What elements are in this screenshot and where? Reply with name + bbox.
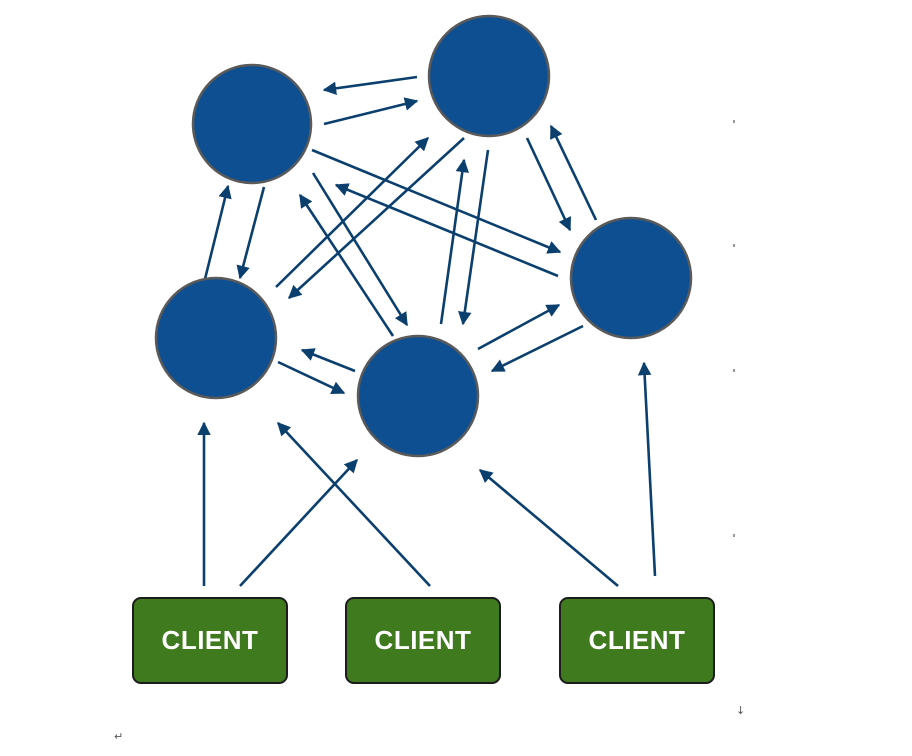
edge-top-right-to-right [525, 137, 572, 232]
clients-group: CLIENT CLIENT CLIENT [132, 597, 715, 684]
edge-client-3-to-right [637, 361, 657, 577]
client-1-label: CLIENT [162, 625, 259, 655]
edge-tick-marks [733, 120, 735, 537]
edges-group [197, 75, 657, 587]
client-3: CLIENT [559, 597, 715, 684]
edge-left-to-top-right [275, 137, 429, 288]
edge-center-to-top-right [439, 158, 470, 325]
nodes-group [154, 14, 693, 458]
edge-center-to-top-left [298, 193, 395, 337]
client-2-box [345, 597, 501, 684]
edge-top-right-to-center [458, 149, 490, 326]
edge-top-left-to-left [236, 186, 266, 280]
edge-top-left-to-right [311, 148, 562, 254]
edge-right-to-top-left [334, 183, 559, 278]
edge-top-right-to-top-left [322, 75, 418, 96]
node-center [356, 334, 480, 458]
node-top-left [191, 63, 313, 185]
edge-center-to-right [477, 303, 561, 351]
edge-center-to-left [300, 348, 356, 373]
node-top-right [427, 14, 551, 138]
edge-client-1-to-center [239, 459, 358, 587]
down-arrow-mark: ↓ [736, 704, 746, 717]
edge-right-to-top-right [549, 124, 598, 221]
edge-top-left-to-center [311, 172, 409, 327]
edge-right-to-center [490, 324, 584, 373]
edge-top-left-to-top-right [323, 97, 419, 126]
client-1-box [132, 597, 288, 684]
node-right [569, 216, 693, 340]
edge-left-to-center [277, 360, 346, 395]
client-3-box [559, 597, 715, 684]
edge-left-to-top-left [203, 184, 232, 280]
paragraph-return-mark: ↵ [114, 730, 124, 743]
client-3-label: CLIENT [589, 625, 686, 655]
client-2-label: CLIENT [375, 625, 472, 655]
edge-top-right-to-left [288, 137, 465, 299]
client-2: CLIENT [345, 597, 501, 684]
edge-client-2-to-left [277, 422, 431, 587]
node-left [154, 276, 278, 400]
client-1: CLIENT [132, 597, 288, 684]
edge-client-3-to-center [478, 469, 619, 587]
